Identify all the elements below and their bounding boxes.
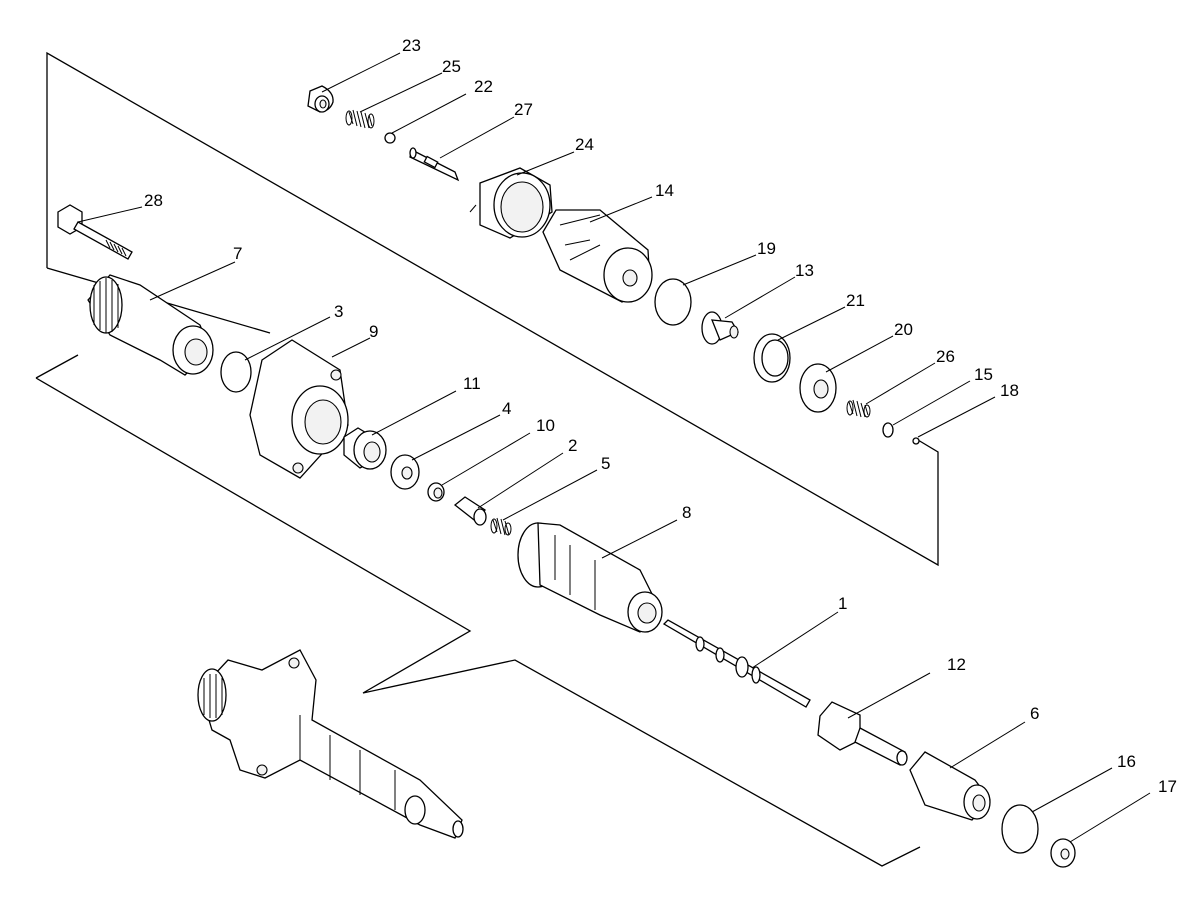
callout-2: 2: [568, 436, 577, 455]
part-28-bolt: [57, 204, 133, 260]
callout-7: 7: [233, 244, 242, 263]
part-17-washer: [1050, 838, 1076, 868]
callout-4: 4: [502, 399, 511, 418]
callout-18: 18: [1000, 381, 1019, 400]
callout-22: 22: [474, 77, 493, 96]
part-22-ball: [384, 132, 396, 144]
leader-lines: [77, 52, 1151, 843]
part-13-plate: [701, 311, 739, 345]
callout-24: 24: [575, 135, 594, 154]
callout-3: 3: [334, 302, 343, 321]
part-14-valve-body: [542, 209, 653, 303]
callout-14: 14: [655, 181, 674, 200]
part-27-pin: [409, 147, 460, 182]
callout-26: 26: [936, 347, 955, 366]
part-19-o-ring: [654, 278, 692, 326]
upper-group-frame: [35, 51, 939, 867]
callout-15: 15: [974, 365, 993, 384]
part-12-guide: [817, 701, 908, 766]
part-20-washer: [799, 363, 837, 413]
callout-11: 11: [463, 374, 481, 393]
callout-19: 19: [757, 239, 776, 258]
callout-9: 9: [369, 322, 378, 341]
part-16-o-ring: [1001, 804, 1039, 854]
callout-20: 20: [894, 320, 913, 339]
callout-8: 8: [682, 503, 691, 522]
part-25-spring: [345, 109, 375, 129]
callout-1: 1: [838, 594, 847, 613]
part-5-spring: [490, 517, 512, 536]
callout-13: 13: [795, 261, 814, 280]
part-11-spacer: [343, 427, 387, 470]
part-7-housing: [87, 274, 214, 376]
callout-21: 21: [846, 291, 865, 310]
callout-27: 27: [514, 100, 533, 119]
part-9-flange: [249, 339, 349, 479]
part-6-retainer: [909, 751, 991, 821]
callout-25: 25: [442, 57, 461, 76]
part-23-cap: [307, 85, 334, 113]
callout-5: 5: [601, 454, 610, 473]
callout-6: 6: [1030, 704, 1039, 723]
part-18-ball: [912, 437, 920, 445]
callout-17: 17: [1158, 777, 1177, 796]
callout-16: 16: [1117, 752, 1136, 771]
part-4-washer: [390, 454, 420, 490]
part-10-bushing: [427, 482, 445, 502]
part-21-ring: [753, 333, 791, 383]
part-3-o-ring: [220, 351, 252, 393]
assembled-unit: [197, 649, 464, 839]
part-24-sleeve: [469, 167, 553, 239]
part-8-barrel: [517, 522, 663, 633]
part-26-spring: [846, 399, 871, 418]
callout-12: 12: [947, 655, 966, 674]
callout-28: 28: [144, 191, 163, 210]
part-15-seal: [882, 422, 894, 438]
part-2-sleeve: [453, 496, 487, 526]
callout-10: 10: [536, 416, 555, 435]
callout-labels: 23 25 22 27 24 14 28 7 19 13 3 9 21 20 2…: [144, 36, 1177, 796]
callout-23: 23: [402, 36, 421, 55]
part-1-plunger: [662, 619, 811, 708]
